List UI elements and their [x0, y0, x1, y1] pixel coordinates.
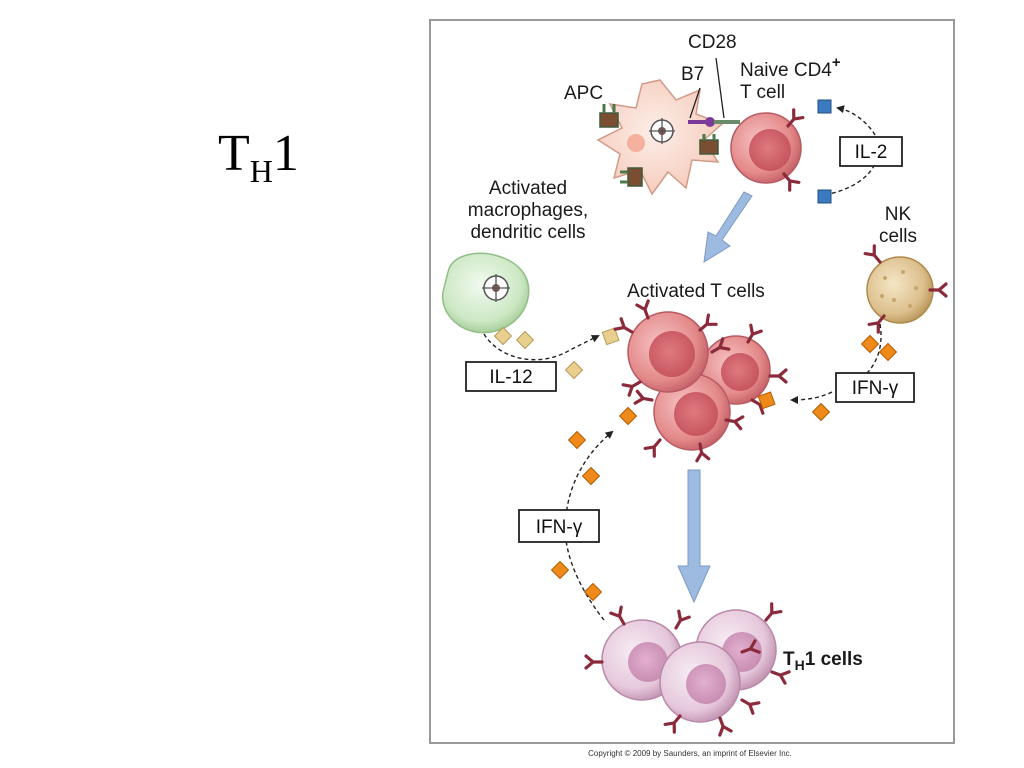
ifn-diamond-icon: [583, 582, 603, 602]
activated-macrophages-label-line3: dendritic cells: [470, 222, 585, 243]
naive-cd4-t-cell: [730, 108, 805, 192]
activated-t-cells-label: Activated T cells: [627, 281, 765, 302]
activated-t-cells-cluster: [613, 299, 788, 463]
th1-cells-label: TH1 cells: [783, 649, 863, 673]
th1-cells-cluster: [584, 602, 791, 737]
il12-diamond-icon: [564, 360, 584, 380]
activated-macrophages-label-line2: macrophages,: [468, 200, 588, 221]
ifn-gamma-left-box: [518, 509, 600, 543]
il2-square-icon: [817, 189, 832, 204]
copyright-notice: Copyright © 2009 by Saunders, an imprint…: [588, 749, 792, 758]
flow-arrow-icon: [703, 191, 753, 263]
il12-receptor-bound-icon: [601, 327, 620, 346]
ifn-gamma-right-box: [835, 372, 915, 403]
ifn-diamond-icon: [878, 342, 898, 362]
slide-title-subscript: H: [249, 153, 273, 189]
apc-cell: [596, 79, 724, 196]
slide-title-suffix: 1: [272, 125, 299, 182]
il2-label: IL-2: [855, 142, 888, 163]
slide-title-main: T: [218, 125, 250, 182]
naive-t-cell-label-line1: Naive CD4+: [740, 54, 841, 81]
nk-cell: [863, 244, 948, 334]
il2-box: [839, 136, 903, 167]
il12-diamond-icon: [515, 330, 535, 350]
mhc-icon: [599, 104, 719, 187]
il2-autocrine-loop: IL-2: [817, 99, 903, 204]
il2-square-icon: [817, 99, 832, 114]
activated-t-cell: [653, 373, 731, 451]
nk-cells-label-line1: NK: [885, 204, 912, 225]
flow-arrow-icon: [677, 469, 711, 604]
cd28-label: CD28: [688, 32, 737, 53]
th1-cell: [659, 641, 741, 723]
ifn-diamond-icon: [581, 466, 601, 486]
nk-cells-label-line2: cells: [879, 226, 917, 247]
b7-molecule-icon: [688, 117, 715, 127]
ifn-diamond-icon: [811, 402, 831, 422]
ifn-gamma-right-label: IFN-γ: [852, 378, 899, 399]
ifn-diamond-icon: [550, 560, 570, 580]
activated-macrophage-cell: [441, 252, 530, 334]
ifn-receptor-bound-icon: [757, 391, 776, 410]
ifn-diamond-icon: [618, 406, 638, 426]
ifn-diamond-icon: [567, 430, 587, 450]
ifn-gamma-nk-signal: IFN-γ: [790, 323, 915, 422]
il12-label: IL-12: [489, 367, 532, 388]
il12-box: [465, 361, 557, 392]
apc-label: APC: [564, 83, 603, 104]
il12-diamond-icon: [493, 326, 513, 346]
ifn-gamma-autocrine-signal: IFN-γ: [518, 430, 614, 621]
slide-title: TH1: [218, 125, 299, 188]
il12-signal: IL-12: [465, 326, 620, 392]
ifn-gamma-left-label: IFN-γ: [536, 517, 583, 538]
activated-t-cell: [627, 311, 709, 393]
activated-macrophages-label-line1: Activated: [489, 178, 567, 199]
b7-label: B7: [681, 64, 704, 85]
naive-t-cell-label-line2: T cell: [740, 82, 785, 103]
ifn-diamond-icon: [860, 334, 880, 354]
